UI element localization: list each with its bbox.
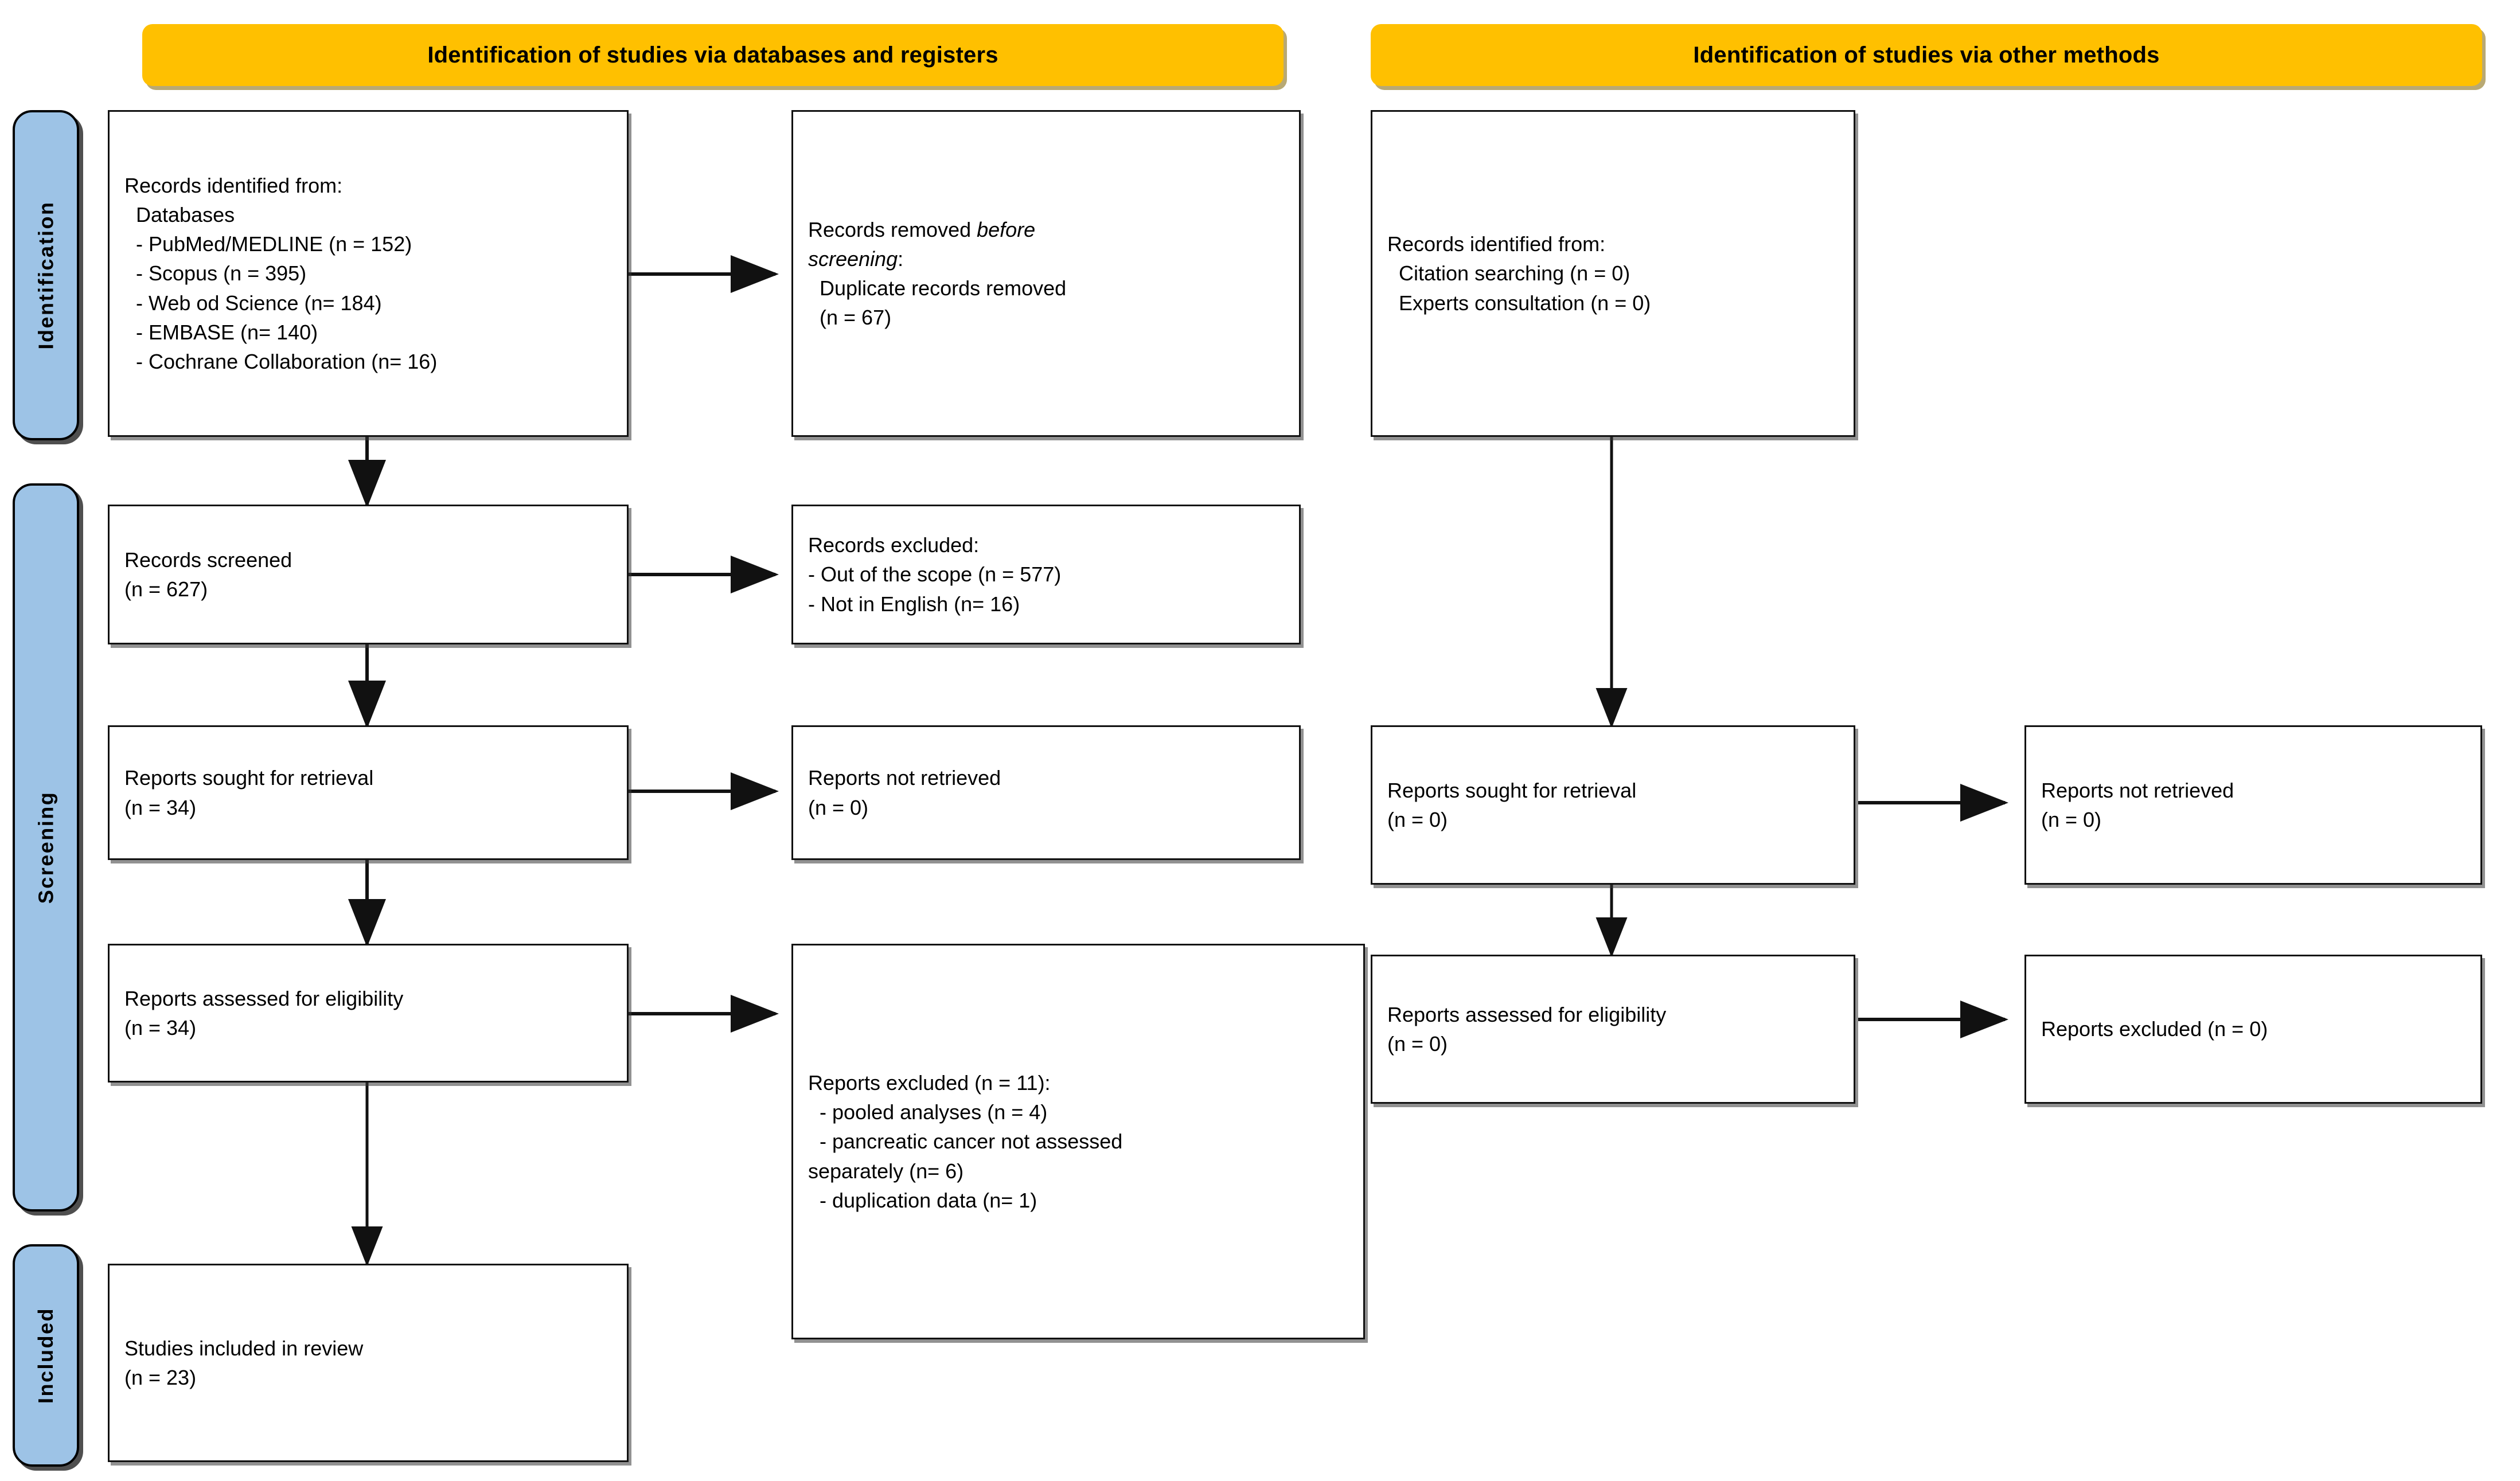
reports-assessed-databases-text: Reports assessed for eligibility (n = 34…: [124, 986, 404, 1040]
box-reports-assessed-eligibility-other: Reports assessed for eligibility (n = 0): [1371, 955, 1855, 1104]
header-other-methods: Identification of studies via other meth…: [1371, 24, 2482, 86]
reports-excluded-databases-text: Reports excluded (n = 11): - pooled anal…: [808, 1071, 1123, 1212]
stage-label-included: Included: [34, 1307, 58, 1404]
reports-not-retrieved-databases-text: Reports not retrieved (n = 0): [808, 766, 1001, 819]
header-databases-label: Identification of studies via databases …: [427, 42, 998, 68]
reports-sought-other-text: Reports sought for retrieval (n = 0): [1387, 778, 1637, 831]
box-reports-not-retrieved-databases: Reports not retrieved (n = 0): [791, 725, 1301, 860]
box-records-screened: Records screened (n = 627): [108, 505, 629, 644]
box-records-removed-before-screening: Records removed before screening: Duplic…: [791, 110, 1301, 437]
stage-label-screening: Screening: [34, 791, 57, 904]
box-reports-excluded-databases: Reports excluded (n = 11): - pooled anal…: [791, 944, 1365, 1339]
studies-included-text: Studies included in review (n = 23): [124, 1336, 364, 1389]
box-reports-excluded-other: Reports excluded (n = 0): [2024, 955, 2482, 1104]
box-reports-not-retrieved-other: Reports not retrieved (n = 0): [2024, 725, 2482, 885]
box-records-excluded: Records excluded: - Out of the scope (n …: [791, 505, 1301, 644]
reports-excluded-other-text: Reports excluded (n = 0): [2041, 1017, 2268, 1041]
stage-pill-included: Included: [13, 1244, 79, 1467]
records-excluded-text: Records excluded: - Out of the scope (n …: [808, 533, 1062, 616]
stage-pill-identification: Identification: [13, 110, 79, 440]
header-databases-registers: Identification of studies via databases …: [142, 24, 1284, 86]
reports-assessed-other-text: Reports assessed for eligibility (n = 0): [1387, 1002, 1667, 1056]
records-identified-other-text: Records identified from: Citation search…: [1387, 232, 1651, 315]
records-screened-text: Records screened (n = 627): [124, 548, 292, 601]
reports-sought-databases-text: Reports sought for retrieval (n = 34): [124, 766, 374, 819]
stage-pill-screening: Screening: [13, 483, 79, 1212]
records-removed-text: Records removed before screening: Duplic…: [808, 217, 1067, 330]
reports-not-retrieved-other-text: Reports not retrieved (n = 0): [2041, 778, 2234, 831]
box-reports-sought-retrieval-databases: Reports sought for retrieval (n = 34): [108, 725, 629, 860]
stage-label-identification: Identification: [34, 201, 57, 350]
header-other-methods-label: Identification of studies via other meth…: [1693, 42, 2160, 68]
box-reports-assessed-eligibility-databases: Reports assessed for eligibility (n = 34…: [108, 944, 629, 1083]
box-records-identified-other-methods: Records identified from: Citation search…: [1371, 110, 1855, 437]
records-identified-databases-text: Records identified from: Databases - Pub…: [124, 174, 438, 373]
box-records-identified-databases: Records identified from: Databases - Pub…: [108, 110, 629, 437]
box-studies-included-review: Studies included in review (n = 23): [108, 1264, 629, 1462]
box-reports-sought-retrieval-other: Reports sought for retrieval (n = 0): [1371, 725, 1855, 885]
